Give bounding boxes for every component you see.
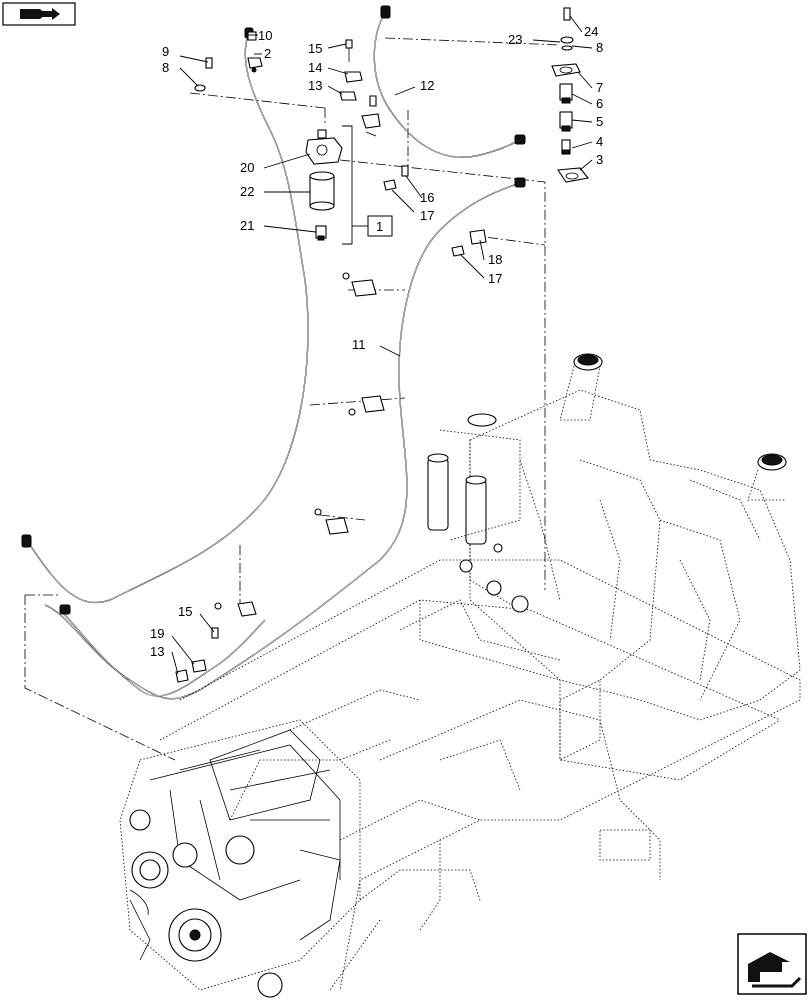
callout-7: 7 <box>596 80 603 95</box>
part-16-bolt <box>401 165 409 177</box>
part-21-drain-valve <box>315 225 327 241</box>
chassis-frame <box>159 559 801 991</box>
clamp-lower-1 <box>314 508 349 535</box>
hose-11 <box>44 182 521 700</box>
engine <box>119 719 361 998</box>
callout-6: 6 <box>596 96 603 111</box>
part-18-clamp <box>469 229 487 245</box>
callout-3: 3 <box>596 152 603 167</box>
part-19-clip <box>191 659 207 673</box>
bracket-upper <box>361 95 381 137</box>
callout-labels: 10 2 9 8 15 14 13 12 24 23 8 7 6 5 4 3 2… <box>150 24 603 659</box>
callout-15-lower: 15 <box>178 604 192 619</box>
clamp-mid-1 <box>342 272 377 297</box>
part-22-filter-element <box>309 171 335 211</box>
part-13-nut-lower <box>175 669 189 683</box>
callout-18: 18 <box>488 252 502 267</box>
callout-17-lower: 17 <box>488 271 502 286</box>
callout-4: 4 <box>596 134 603 149</box>
filler-cap-front <box>747 453 787 501</box>
callout-16: 16 <box>420 190 434 205</box>
assembly-lines <box>24 37 561 761</box>
callout-10: 10 <box>258 28 272 43</box>
callout-12: 12 <box>420 78 434 93</box>
callout-8-right: 8 <box>596 40 603 55</box>
callout-8-left: 8 <box>162 60 169 75</box>
callout-9: 9 <box>162 44 169 59</box>
book-arrow-icon[interactable] <box>2 2 76 26</box>
part-17-clamp-upper <box>383 179 397 191</box>
part-24-screw <box>563 7 571 21</box>
callout-5: 5 <box>596 114 603 129</box>
filter-canisters <box>427 429 529 613</box>
hose-end-fittings <box>21 5 526 615</box>
callout-24: 24 <box>584 24 598 39</box>
part-4-seal <box>561 139 571 155</box>
part-2-connector <box>247 57 263 73</box>
part-8-washer-left <box>194 84 206 92</box>
callout-13-lower: 13 <box>150 644 164 659</box>
part-15-bolt-top <box>345 39 353 62</box>
callout-11: 11 <box>352 337 366 352</box>
callout-23: 23 <box>508 32 522 47</box>
callout-20: 20 <box>240 160 254 175</box>
next-page-arrow-icon[interactable] <box>737 933 807 995</box>
callout-leaders <box>171 15 593 675</box>
clamp-lower-2 <box>214 601 257 617</box>
part-8-washer-right <box>561 45 573 51</box>
callout-19: 19 <box>150 626 164 641</box>
callout-21: 21 <box>240 218 254 233</box>
callout-13-top: 13 <box>308 78 322 93</box>
callout-17-upper: 17 <box>420 208 434 223</box>
part-15-bolt-lower <box>211 627 219 639</box>
kit-1-bracket <box>342 125 393 245</box>
part-7-bracket <box>551 63 581 77</box>
tank-cap-small <box>467 413 497 427</box>
part-3-banjo <box>557 167 590 183</box>
part-20-filter-head <box>305 129 343 165</box>
hose-13-19 <box>61 611 266 697</box>
part-10-clamp <box>247 31 257 41</box>
clamp-mid-2 <box>348 395 385 416</box>
part-9-bolt <box>205 57 213 69</box>
part-13-nut-top <box>339 91 357 101</box>
hose-12 <box>373 11 521 158</box>
filler-cap-rear <box>559 353 603 421</box>
callout-15-top: 15 <box>308 41 322 56</box>
callout-22: 22 <box>240 184 254 199</box>
hose-main-return <box>29 34 309 604</box>
callout-14: 14 <box>308 60 322 75</box>
part-23-washer <box>560 36 574 44</box>
part-17-clamp-lower <box>451 245 465 257</box>
part-5-adapter <box>559 111 573 132</box>
fuel-tank <box>469 389 801 721</box>
callout-2: 2 <box>264 46 271 61</box>
part-14-clip <box>344 71 363 83</box>
part-6-sensor <box>559 83 573 104</box>
callout-1: 1 <box>376 219 383 234</box>
